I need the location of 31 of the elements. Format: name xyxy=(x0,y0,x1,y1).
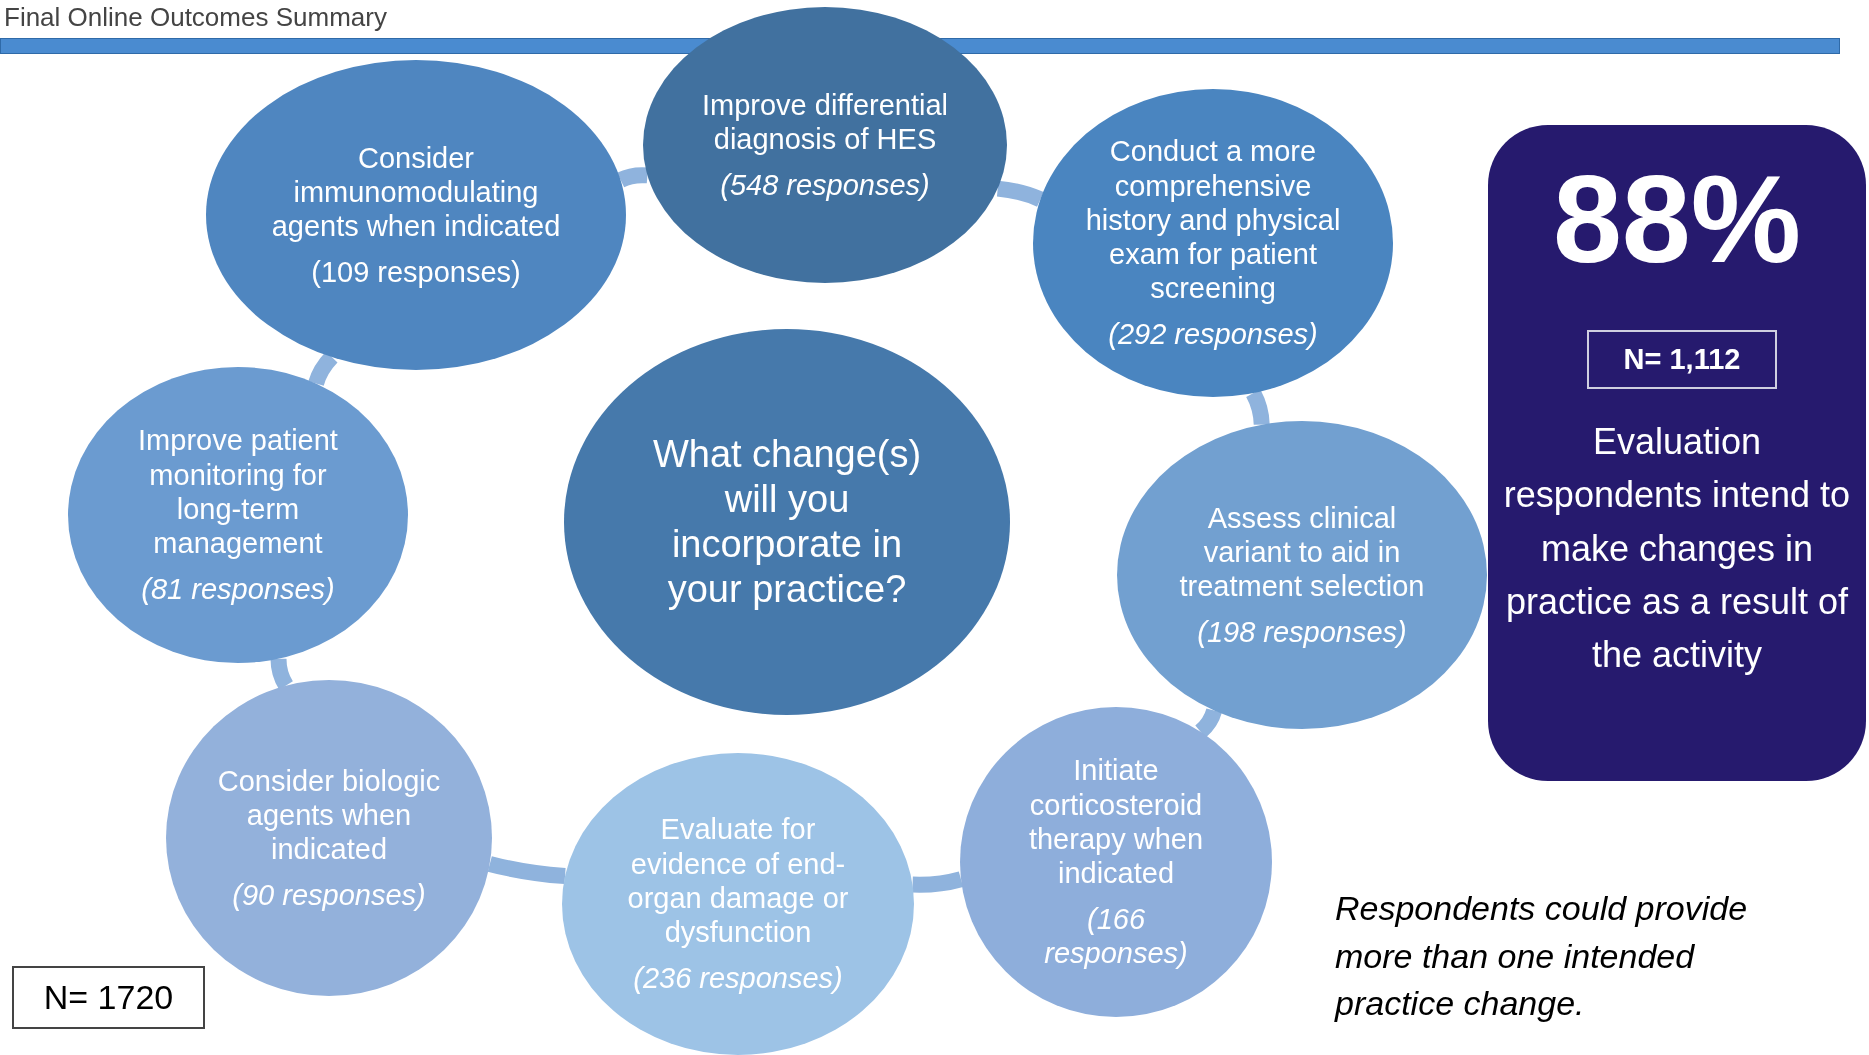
response-count: (109 responses) xyxy=(311,255,521,290)
option-text: Conduct a more comprehensive history and physical exam for patient screening xyxy=(1084,134,1342,306)
option-text: Consider biologic agents when indicated xyxy=(216,763,442,867)
ring-connector xyxy=(912,871,964,893)
option-text: Improve patient monitoring for long-term management xyxy=(137,423,339,561)
footnote: Respondents could provide more than one intended practice change. xyxy=(1335,888,1749,1025)
ring-connector xyxy=(996,180,1044,207)
sample-size-box: N= 1,112 xyxy=(1587,330,1777,389)
response-count: (81 responses) xyxy=(141,572,335,607)
ring-connector xyxy=(1195,708,1222,738)
response-count: (548 responses) xyxy=(720,168,930,203)
ring-connector xyxy=(617,167,648,188)
option-text: Consider immunomodulating agents when indicated xyxy=(271,140,561,244)
summary-panel xyxy=(1488,125,1866,781)
response-count: (90 responses) xyxy=(232,878,426,913)
ring-connector xyxy=(1246,389,1270,425)
panel-text: Evaluation respondents intend to make changes in practice as a result of the activity xyxy=(1502,420,1852,678)
response-count: (166 responses) xyxy=(1043,902,1189,971)
option-text: Assess clinical variant to aid in treatment selection xyxy=(1178,500,1426,604)
sample-size-box: N= 1720 xyxy=(12,966,205,1029)
diagram-title: Final Online Outcomes Summary xyxy=(4,2,387,33)
option-text: Initiate corticosteroid therapy when indicated xyxy=(1027,753,1205,891)
ring-connector xyxy=(487,856,566,885)
response-count: (198 responses) xyxy=(1197,615,1407,650)
option-text: Improve differential diagnosis of HES xyxy=(700,87,950,157)
percentage-value: 88% xyxy=(1551,149,1803,290)
question-text: What change(s) will you incorporate in your practice? xyxy=(651,432,923,612)
response-count: (292 responses) xyxy=(1108,317,1318,352)
option-text: Evaluate for evidence of end-organ damage or dysfunction xyxy=(626,812,850,950)
response-count: (236 responses) xyxy=(633,961,843,996)
ring-connector xyxy=(270,658,293,690)
